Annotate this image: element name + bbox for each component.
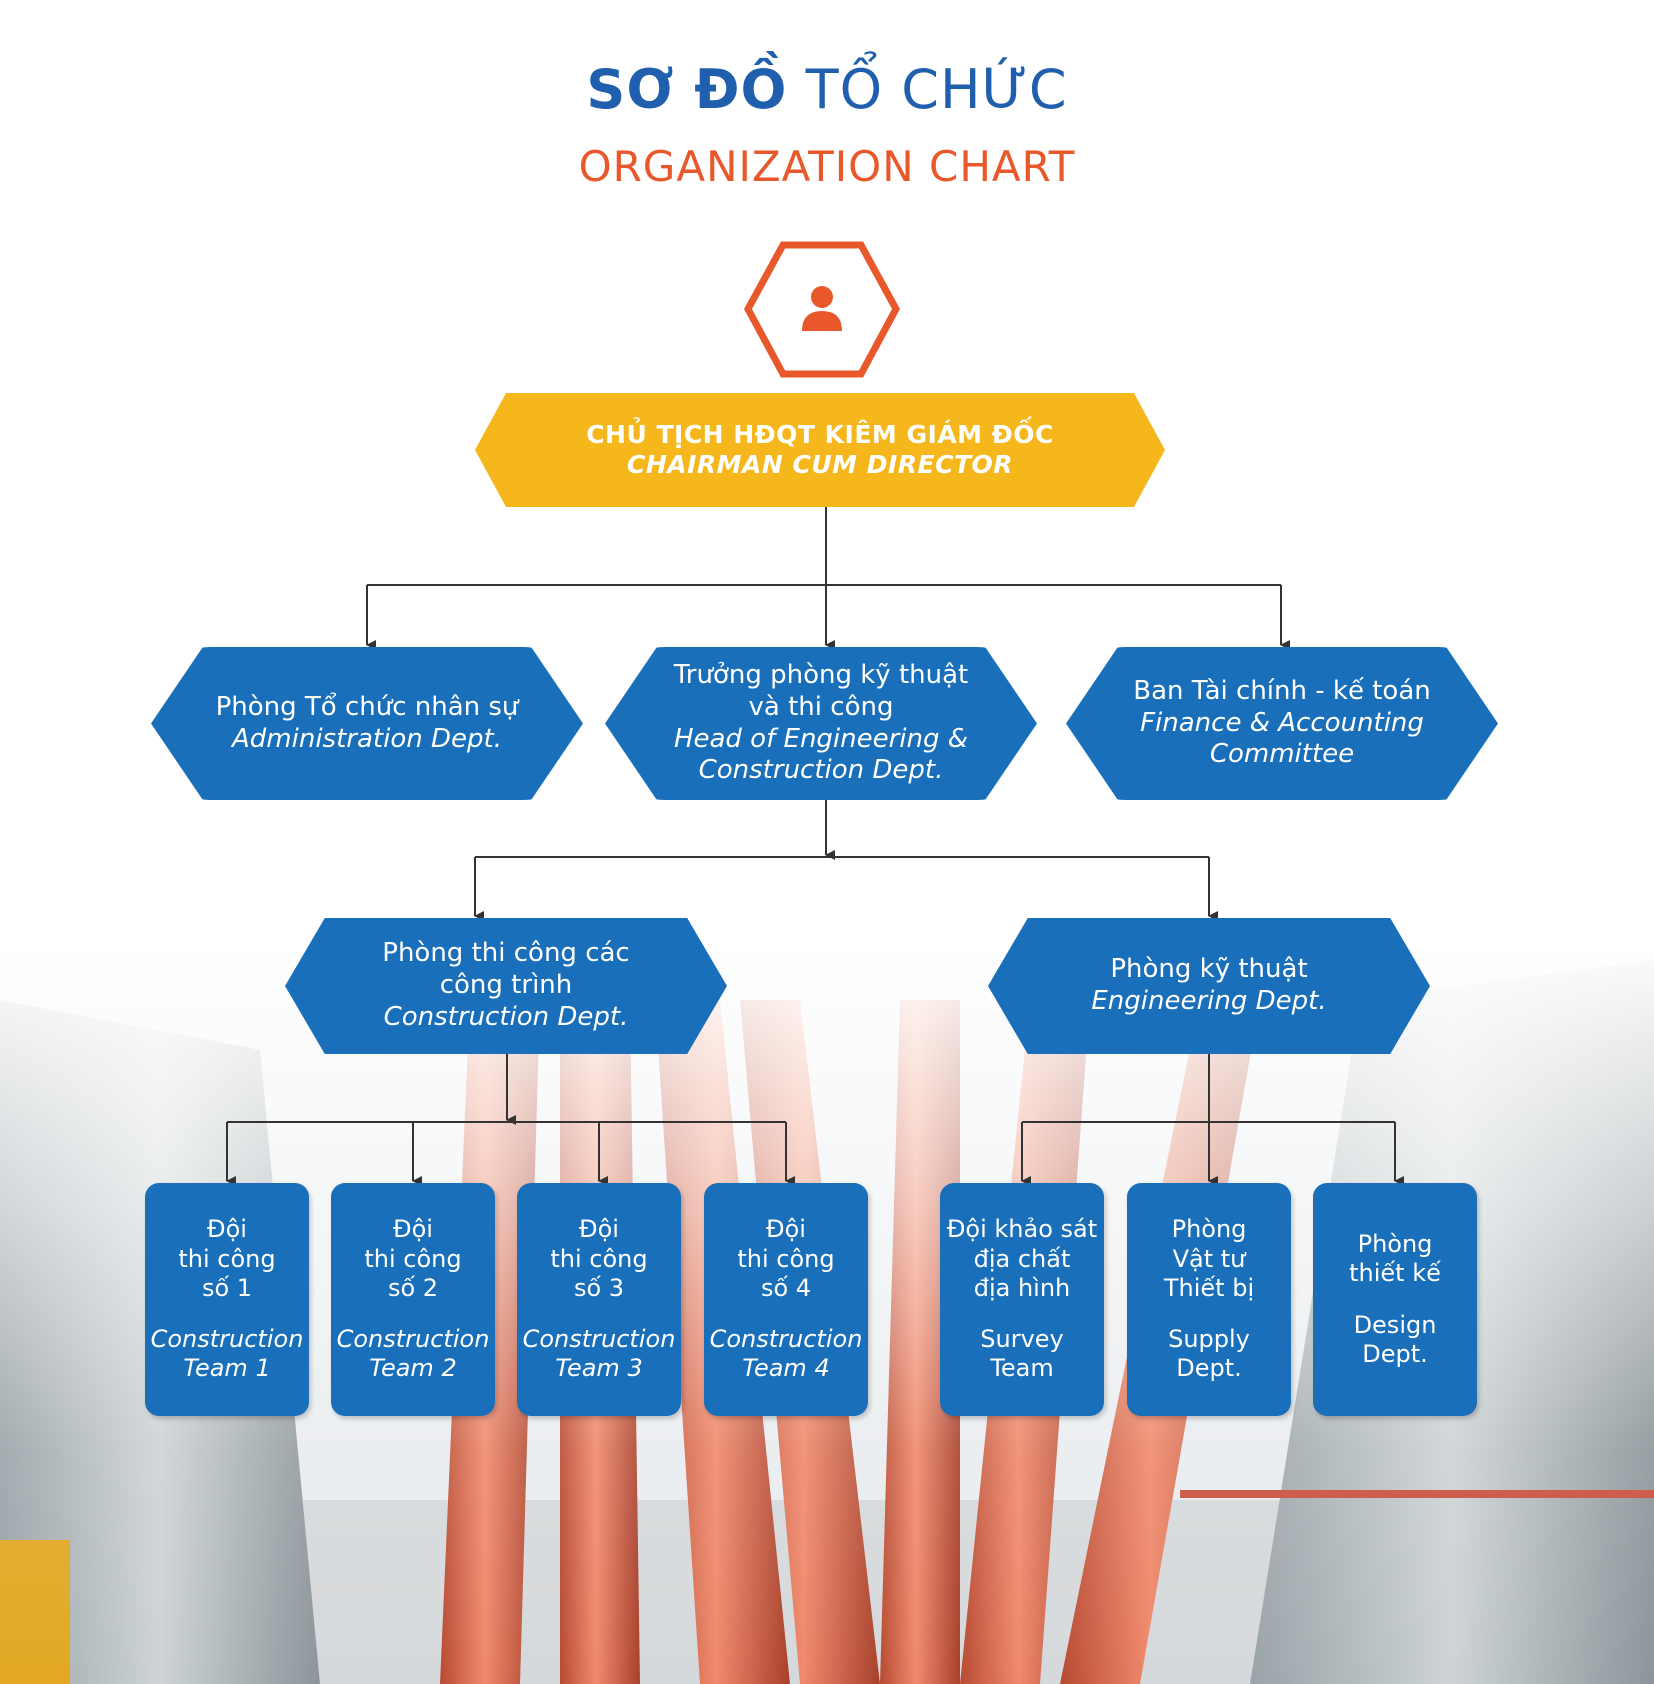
finance-en-2: Committee	[1209, 739, 1355, 770]
team-1-vi-1: Đội	[207, 1215, 247, 1244]
survey-team-en-1: Survey	[980, 1325, 1064, 1354]
team-1-en-1: Construction	[150, 1325, 304, 1354]
team-2-en-2: Team 2	[369, 1354, 457, 1383]
title-vietnamese: SƠ ĐỒ TỔ CHỨC	[0, 58, 1654, 121]
team-1-vi-3: số 1	[201, 1273, 253, 1302]
team-3-en-1: Construction	[522, 1325, 676, 1354]
engineering-head-en-1: Head of Engineering &	[673, 723, 969, 754]
supply-dept-vi-2: Vật tư	[1172, 1244, 1246, 1273]
supply-dept-en-1: Supply	[1168, 1325, 1250, 1354]
supply-dept-vi-1: Phòng	[1171, 1215, 1247, 1244]
team-4-vi-3: số 4	[760, 1273, 812, 1302]
team-4-vi-1: Đội	[766, 1215, 806, 1244]
team-2-vi-1: Đội	[393, 1215, 433, 1244]
team-4-vi-2: thi công	[737, 1244, 835, 1273]
chairman-en: CHAIRMAN CUM DIRECTOR	[626, 450, 1014, 479]
admin-dept-node: Phòng Tổ chức nhân sự Administration Dep…	[151, 647, 583, 800]
team-3-vi-1: Đội	[579, 1215, 619, 1244]
team-4-node: Đội thi công số 4 Construction Team 4	[704, 1183, 868, 1416]
finance-node: Ban Tài chính - kế toán Finance & Accoun…	[1066, 647, 1498, 800]
admin-dept-vi: Phòng Tổ chức nhân sự	[215, 691, 519, 722]
finance-vi: Ban Tài chính - kế toán	[1133, 675, 1431, 706]
team-4-en-1: Construction	[709, 1325, 863, 1354]
title-vi-light: TỔ CHỨC	[805, 58, 1068, 121]
design-dept-vi-2: thiết kế	[1349, 1259, 1441, 1288]
title-english: ORGANIZATION CHART	[578, 142, 1076, 191]
finance-en-1: Finance & Accounting	[1140, 707, 1424, 738]
construction-dept-vi-2: công trình	[439, 970, 573, 1001]
title-vi-bold: SƠ ĐỒ	[586, 58, 788, 121]
team-3-vi-2: thi công	[550, 1244, 648, 1273]
team-1-en-2: Team 1	[183, 1354, 271, 1383]
engineering-head-en-2: Construction Dept.	[698, 755, 944, 786]
design-dept-en-1: Design	[1353, 1310, 1437, 1339]
admin-dept-en: Administration Dept.	[232, 723, 502, 754]
construction-dept-en: Construction Dept.	[383, 1001, 629, 1032]
design-dept-en-2: Dept.	[1362, 1339, 1428, 1368]
survey-team-vi-2: địa chất	[973, 1244, 1071, 1273]
engineering-head-vi-2: và thi công	[748, 691, 894, 722]
team-3-vi-3: số 3	[573, 1273, 625, 1302]
engineering-dept-vi: Phòng kỹ thuật	[1110, 954, 1308, 985]
team-3-node: Đội thi công số 3 Construction Team 3	[517, 1183, 681, 1416]
survey-team-vi-3: địa hình	[973, 1273, 1071, 1302]
team-2-vi-3: số 2	[387, 1273, 439, 1302]
team-2-en-1: Construction	[336, 1325, 490, 1354]
engineering-head-node: Trưởng phòng kỹ thuật và thi công Head o…	[605, 647, 1037, 800]
team-2-vi-2: thi công	[364, 1244, 462, 1273]
design-dept-vi-1: Phòng	[1357, 1229, 1433, 1258]
team-1-vi-2: thi công	[178, 1244, 276, 1273]
supply-dept-en-2: Dept.	[1176, 1354, 1242, 1383]
construction-dept-vi-1: Phòng thi công các	[382, 938, 630, 969]
survey-team-en-2: Team	[990, 1354, 1054, 1383]
supply-dept-node: Phòng Vật tư Thiết bị Supply Dept.	[1127, 1183, 1291, 1416]
team-4-en-2: Team 4	[742, 1354, 830, 1383]
chairman-vi: CHỦ TỊCH HĐQT KIÊM GIÁM ĐỐC	[586, 419, 1054, 449]
engineering-dept-en: Engineering Dept.	[1091, 986, 1327, 1016]
design-dept-node: Phòng thiết kế Design Dept.	[1313, 1183, 1477, 1416]
person-icon	[744, 241, 900, 378]
team-1-node: Đội thi công số 1 Construction Team 1	[145, 1183, 309, 1416]
engineering-head-vi-1: Trưởng phòng kỹ thuật	[673, 660, 969, 691]
survey-team-node: Đội khảo sát địa chất địa hình Survey Te…	[940, 1183, 1104, 1416]
chairman-node: CHỦ TỊCH HĐQT KIÊM GIÁM ĐỐC CHAIRMAN CUM…	[475, 393, 1165, 507]
supply-dept-vi-3: Thiết bị	[1163, 1273, 1255, 1302]
team-2-node: Đội thi công số 2 Construction Team 2	[331, 1183, 495, 1416]
engineering-dept-node: Phòng kỹ thuật Engineering Dept.	[988, 918, 1430, 1054]
construction-dept-node: Phòng thi công các công trình Constructi…	[285, 918, 727, 1054]
team-3-en-2: Team 3	[555, 1354, 643, 1383]
survey-team-vi-1: Đội khảo sát	[946, 1215, 1098, 1244]
